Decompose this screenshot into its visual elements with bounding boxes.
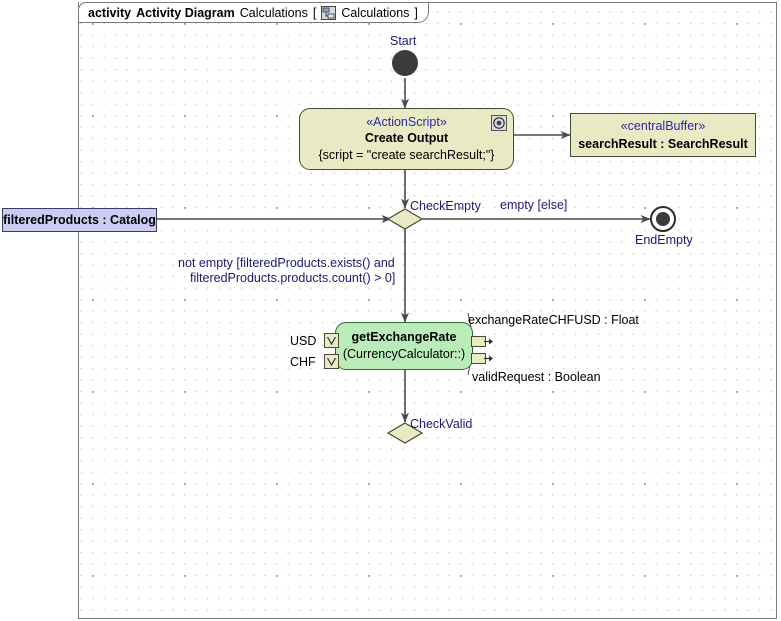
activity-diagram-icon [321,5,337,20]
action-create-output[interactable]: «ActionScript» Create Output {script = "… [299,108,514,170]
input-pin-label-chf: CHF [290,355,316,369]
decision-check-valid-label: CheckValid [410,417,473,431]
frame-keyword: activity [88,5,132,20]
action-script: {script = "create searchResult;"} [318,148,495,162]
action-title: Create Output [364,131,449,145]
frame-name: Calculations [239,5,308,20]
frame-bracket-open: [ [312,5,317,20]
guard-empty-else: empty [else] [500,198,568,212]
call-action-get-exchange-rate[interactable]: getExchangeRate (CurrencyCalculator::) [335,322,473,370]
guard-not-empty-line2: filteredProducts.products.count() > 0] [190,271,396,285]
decision-check-empty-label: CheckEmpty [410,199,481,213]
buffer-stereotype: «centralBuffer» [620,118,706,133]
call-action-subtitle: (CurrencyCalculator::) [342,347,466,361]
call-action-title: getExchangeRate [351,330,457,344]
frame-bracket-close: ] [414,5,418,20]
diagram-frame-header[interactable]: activity Activity Diagram Calculations [… [78,2,429,23]
output-pin-icon-exchange-rate[interactable] [471,336,493,347]
input-pin-label-usd: USD [290,334,317,348]
object-node-label: filteredProducts : Catalog [3,213,156,227]
frame-top-border [412,2,777,3]
final-node-label: EndEmpty [635,233,693,247]
frame-context: Calculations [341,5,410,20]
frame-kind: Activity Diagram [136,5,235,20]
output-pin-label-valid-request: validRequest : Boolean [472,370,601,384]
final-node-end-empty[interactable] [650,206,676,232]
central-buffer-node[interactable]: «centralBuffer» searchResult : SearchRes… [570,113,756,157]
diagram-frame [78,2,777,619]
script-badge-icon[interactable] [491,115,507,131]
object-node-filtered-products[interactable]: filteredProducts : Catalog [2,208,157,232]
output-pin-label-exchange-rate: exchangeRateCHFUSD : Float [468,313,639,327]
output-pin-icon-valid-request[interactable] [471,353,493,364]
input-pin-icon-usd[interactable] [324,333,339,348]
initial-node-icon[interactable] [392,50,418,76]
guard-not-empty-line1: not empty [filteredProducts.exists() and [178,256,395,270]
initial-node-label: Start [390,34,417,48]
input-pin-icon-chf[interactable] [324,354,339,369]
action-stereotype: «ActionScript» [366,115,447,129]
buffer-title: searchResult : SearchResult [578,136,748,151]
